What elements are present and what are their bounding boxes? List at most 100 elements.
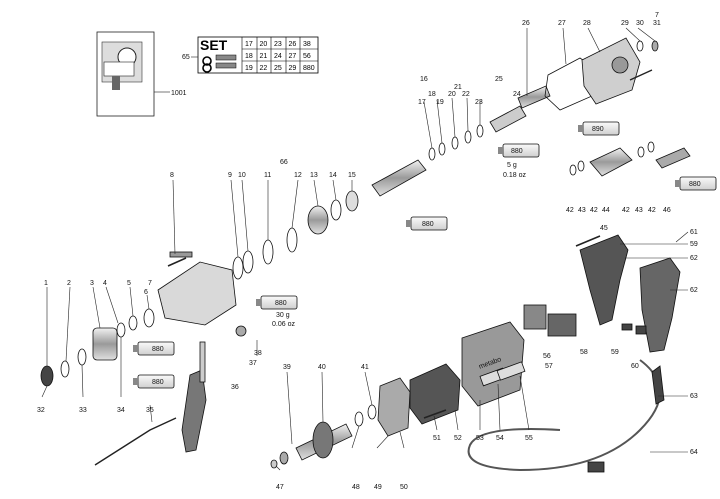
part-handle-left [579, 234, 629, 326]
label-62b: 62 [690, 287, 698, 294]
label-36: 36 [231, 384, 239, 391]
label-10: 10 [238, 172, 246, 179]
set-cell: 20 [260, 41, 268, 48]
part-gearshaft [589, 147, 633, 177]
tube-label: 880 [152, 346, 164, 353]
set-title: SET [200, 37, 228, 53]
label-7b: 7 [655, 12, 659, 19]
part-motor-housing [461, 321, 525, 407]
part-gear-case [581, 37, 641, 105]
label-61: 61 [690, 229, 698, 236]
label-42a: 42 [566, 207, 574, 214]
set-cell: 26 [289, 41, 297, 48]
label-47: 47 [276, 484, 284, 491]
part-hammer-tube [371, 159, 427, 197]
label-48: 48 [352, 484, 360, 491]
label-59a: 59 [690, 241, 698, 248]
label-13: 13 [310, 172, 318, 179]
part-crank [517, 85, 551, 109]
label-26: 26 [522, 20, 530, 27]
label-9: 9 [228, 172, 232, 179]
set-cell: 27 [289, 53, 297, 60]
part-number-labels: 1001 1 2 3 4 5 7 6 8 9 10 11 12 13 14 15… [37, 12, 698, 491]
grease-tube: 880 [133, 341, 175, 356]
label-56: 56 [543, 353, 551, 360]
part-bearing-plate [377, 377, 411, 437]
label-17: 17 [418, 99, 426, 106]
set-box: SET 65 [182, 36, 319, 74]
label-51: 51 [433, 435, 441, 442]
label-34: 34 [117, 407, 125, 414]
label-3: 3 [90, 280, 94, 287]
label-41: 41 [361, 364, 369, 371]
set-cell: 38 [303, 41, 311, 48]
label-32: 32 [37, 407, 45, 414]
label-50: 50 [400, 484, 408, 491]
set-cell: 880 [303, 65, 315, 72]
part-washer [60, 360, 70, 378]
note-5g: 5 g [507, 162, 517, 169]
leader-lines [41, 27, 689, 471]
label-27: 27 [558, 20, 566, 27]
label-54: 54 [496, 435, 504, 442]
label-4: 4 [103, 280, 107, 287]
label-49: 49 [374, 484, 382, 491]
set-cell: 17 [245, 41, 253, 48]
label-7a: 7 [148, 280, 152, 287]
note-30g: 30 g [276, 312, 290, 319]
label-66: 66 [280, 159, 288, 166]
set-ref: 65 [182, 54, 190, 61]
label-25: 25 [495, 76, 503, 83]
set-cell: 25 [274, 65, 282, 72]
label-46: 46 [663, 207, 671, 214]
label-30: 30 [636, 20, 644, 27]
label-11: 11 [264, 172, 271, 179]
label-40: 40 [318, 364, 326, 371]
label-18: 18 [428, 91, 436, 98]
label-45: 45 [600, 225, 608, 232]
label-35: 35 [146, 407, 154, 414]
label-5: 5 [127, 280, 131, 287]
label-53: 53 [476, 435, 484, 442]
label-63: 63 [690, 393, 698, 400]
set-cell: 56 [303, 53, 311, 60]
label-64: 64 [690, 449, 698, 456]
label-39: 39 [283, 364, 291, 371]
grease-tube: 880 [406, 216, 448, 231]
set-cell: 24 [274, 53, 282, 60]
tube-label: 880 [275, 300, 287, 307]
label-16: 16 [420, 76, 428, 83]
label-52: 52 [454, 435, 462, 442]
set-cell: 29 [289, 65, 297, 72]
tube-label: 880 [422, 221, 434, 228]
set-cell: 22 [260, 65, 268, 72]
label-58: 58 [580, 349, 588, 356]
grease-tube: 880 [675, 176, 717, 191]
label-1: 1 [44, 280, 48, 287]
label-60: 60 [631, 363, 639, 370]
set-cell: 23 [274, 41, 282, 48]
label-19: 19 [436, 99, 444, 106]
set-cell: 18 [245, 53, 253, 60]
label-28: 28 [583, 20, 591, 27]
tube-label: 880 [152, 379, 164, 386]
tube-label: 880 [689, 181, 701, 188]
grease-tube: 880 [498, 143, 540, 158]
label-15: 15 [348, 172, 356, 179]
label-31: 31 [653, 20, 661, 27]
label-42c: 42 [622, 207, 630, 214]
label-8: 8 [170, 172, 174, 179]
label-57: 57 [545, 363, 553, 370]
tube-label: 890 [592, 126, 604, 133]
label-62a: 62 [690, 255, 698, 262]
label-43b: 43 [635, 207, 643, 214]
grease-tube: 890 [578, 121, 620, 136]
label-2: 2 [67, 280, 71, 287]
tube-label: 880 [511, 148, 523, 155]
label-22: 22 [462, 91, 470, 98]
part-handle-right [639, 257, 681, 353]
set-cell: 19 [245, 65, 253, 72]
label-20: 20 [448, 91, 456, 98]
label-43a: 43 [578, 207, 586, 214]
